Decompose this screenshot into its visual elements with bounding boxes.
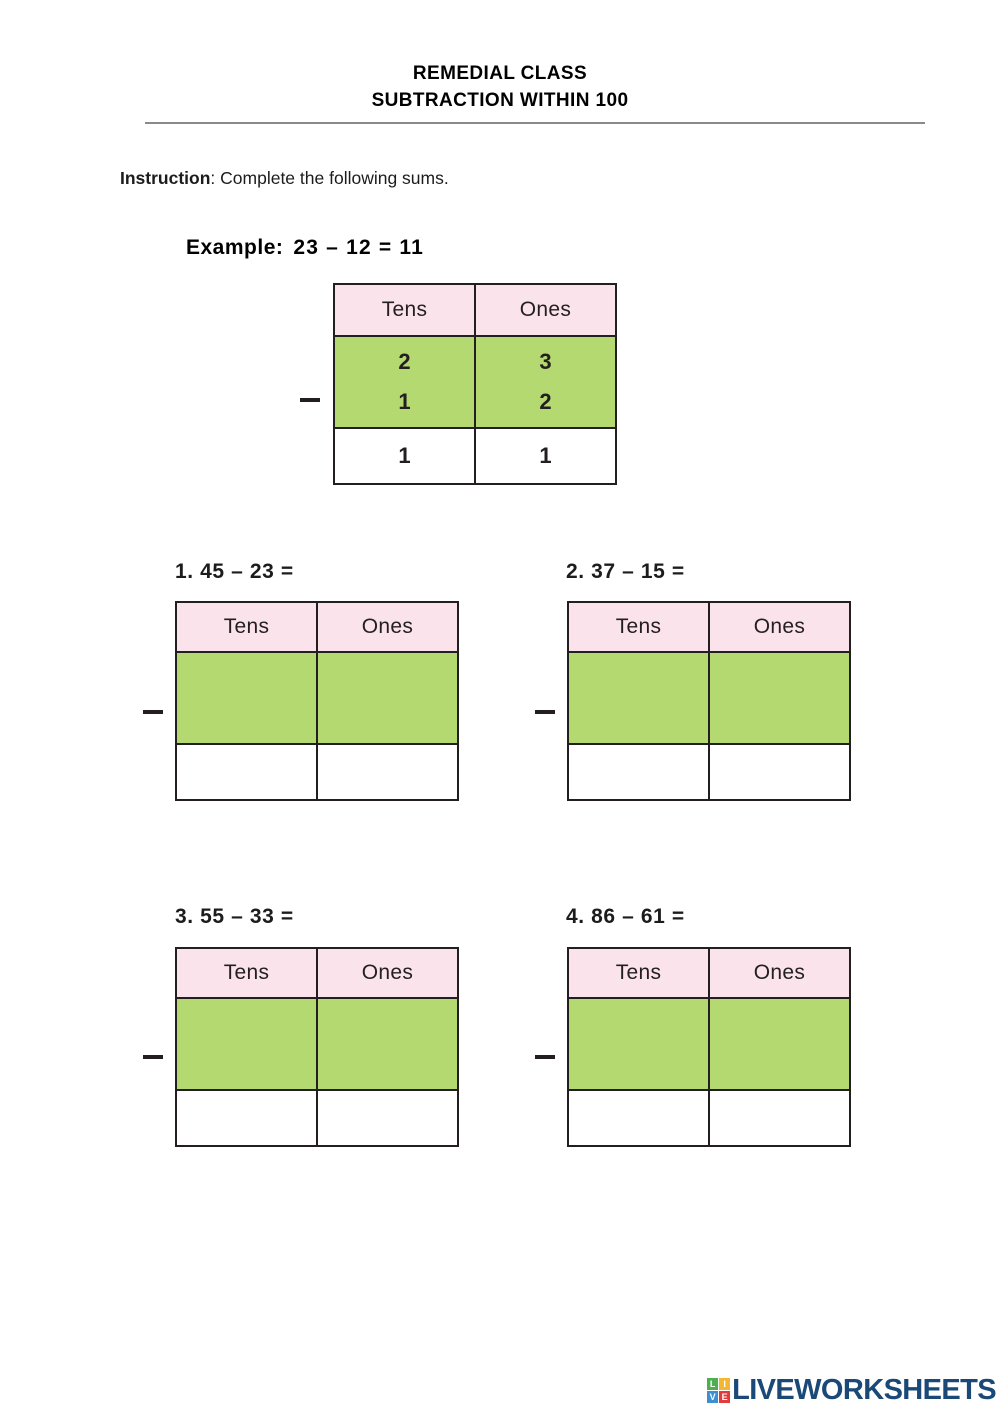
- problem-2-place-value-table: Tens Ones: [567, 601, 851, 801]
- problem-4-header-tens: Tens: [567, 947, 710, 999]
- example-subtrahend-tens: 1: [398, 389, 411, 414]
- example-minus-sign: [300, 398, 320, 402]
- instruction-label: Instruction: [120, 168, 211, 188]
- example-header-ones: Ones: [474, 283, 617, 337]
- example-equation: 23 – 12 = 11: [293, 236, 424, 259]
- problem-1-header-ones: Ones: [316, 601, 459, 653]
- liveworksheets-logo-tiles: L I V E: [707, 1378, 731, 1403]
- problem-2-work-cell-ones[interactable]: [708, 651, 851, 745]
- problem-4-answer-tens[interactable]: [567, 1089, 710, 1147]
- example-subtrahend-ones: 2: [539, 389, 552, 414]
- title-line-1: REMEDIAL CLASS: [412, 63, 588, 84]
- problem-3-answer-ones[interactable]: [316, 1089, 459, 1147]
- example-answer-tens: 1: [333, 427, 476, 485]
- example-minuend-tens: 2: [398, 349, 411, 374]
- problem-label-2: 2. 37 – 15 =: [566, 560, 685, 583]
- problem-2-header-ones: Ones: [708, 601, 851, 653]
- problem-1-answer-tens[interactable]: [175, 743, 318, 801]
- liveworksheets-wordmark: LIVEWORKSHEETS: [732, 1374, 997, 1406]
- problem-1-work-cell-tens[interactable]: [175, 651, 318, 745]
- page-title: REMEDIAL CLASS SUBTRACTION WITHIN 100: [0, 60, 1000, 114]
- instruction-line: Instruction: Complete the following sums…: [120, 166, 449, 190]
- problem-1-header-tens: Tens: [175, 601, 318, 653]
- example-label: Example:: [186, 236, 284, 259]
- example-place-value-table: Tens Ones 2 1 3 2 1 1: [333, 283, 617, 485]
- problem-3-work-cell-ones[interactable]: [316, 997, 459, 1091]
- problem-3-place-value-table: Tens Ones: [175, 947, 459, 1147]
- liveworksheets-logo[interactable]: L I V E LIVEWORKSHEETS: [707, 1374, 997, 1406]
- problem-3-header-tens: Tens: [175, 947, 318, 999]
- problem-4-answer-ones[interactable]: [708, 1089, 851, 1147]
- example-heading: Example: 23 – 12 = 11: [186, 236, 424, 260]
- problem-3-answer-tens[interactable]: [175, 1089, 318, 1147]
- example-work-cell-tens: 2 1: [333, 335, 476, 429]
- header-divider: [145, 122, 925, 124]
- logo-tile-i: I: [719, 1378, 731, 1390]
- example-answer-ones: 1: [474, 427, 617, 485]
- problem-2-work-cell-tens[interactable]: [567, 651, 710, 745]
- logo-tile-v: V: [707, 1391, 719, 1403]
- problem-4-header-ones: Ones: [708, 947, 851, 999]
- problem-label-1: 1. 45 – 23 =: [175, 560, 294, 583]
- problem-4-minus-sign: [535, 1055, 555, 1059]
- problem-1-minus-sign: [143, 710, 163, 714]
- problem-2-answer-tens[interactable]: [567, 743, 710, 801]
- problem-1-place-value-table: Tens Ones: [175, 601, 459, 801]
- problem-3-header-ones: Ones: [316, 947, 459, 999]
- problem-2-answer-ones[interactable]: [708, 743, 851, 801]
- problem-label-3: 3. 55 – 33 =: [175, 905, 294, 928]
- problem-3-work-cell-tens[interactable]: [175, 997, 318, 1091]
- logo-tile-l: L: [707, 1378, 719, 1390]
- example-minuend-ones: 3: [539, 349, 552, 374]
- example-work-cell-ones: 3 2: [474, 335, 617, 429]
- problem-4-work-cell-ones[interactable]: [708, 997, 851, 1091]
- instruction-text: : Complete the following sums.: [210, 168, 449, 188]
- problem-1-answer-ones[interactable]: [316, 743, 459, 801]
- title-line-2: SUBTRACTION WITHIN 100: [371, 90, 629, 111]
- problem-4-place-value-table: Tens Ones: [567, 947, 851, 1147]
- problem-2-minus-sign: [535, 710, 555, 714]
- problem-3-minus-sign: [143, 1055, 163, 1059]
- problem-label-4: 4. 86 – 61 =: [566, 905, 685, 928]
- problem-1-work-cell-ones[interactable]: [316, 651, 459, 745]
- logo-tile-e: E: [719, 1391, 731, 1403]
- example-header-tens: Tens: [333, 283, 476, 337]
- problem-4-work-cell-tens[interactable]: [567, 997, 710, 1091]
- problem-2-header-tens: Tens: [567, 601, 710, 653]
